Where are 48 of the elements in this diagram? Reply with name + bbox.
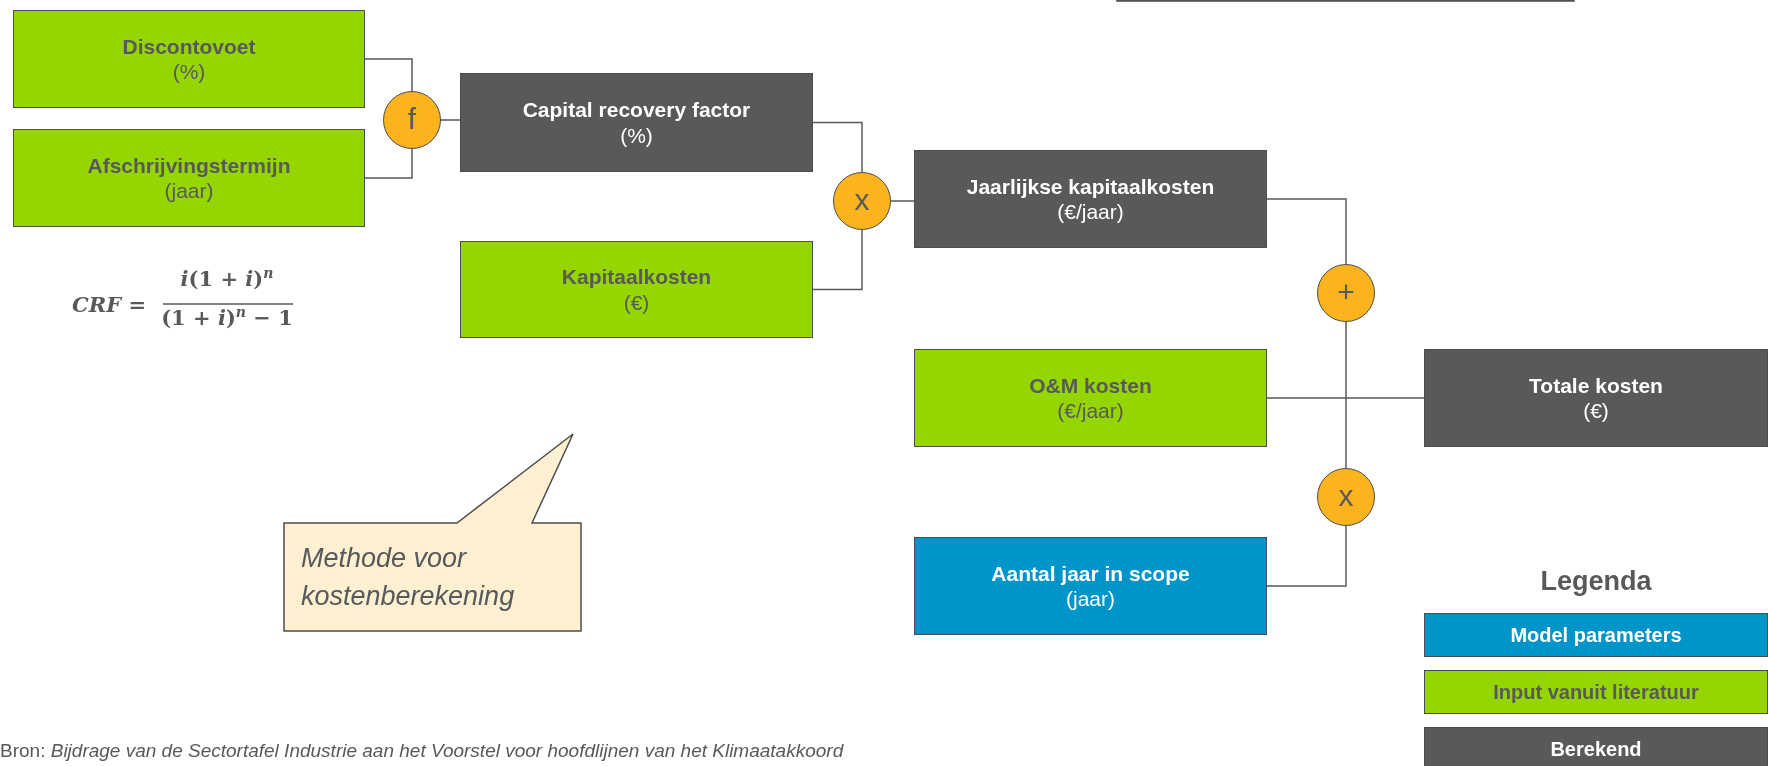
unit-text: (€/jaar) bbox=[1057, 398, 1124, 424]
calculated-box bbox=[914, 150, 1267, 248]
legend-text: Input vanuit literatuur bbox=[1493, 680, 1699, 704]
operator-symbol: x bbox=[1338, 480, 1354, 511]
unit-text: (%) bbox=[172, 59, 206, 85]
connector-line bbox=[1266, 525, 1347, 587]
unit-text: (%) bbox=[620, 122, 653, 148]
unit-text: (€) bbox=[1583, 398, 1609, 424]
formula-denominator: (1 + i)$^{n}$ − 1 bbox=[160, 304, 294, 330]
operator-symbol: x bbox=[854, 184, 870, 215]
unit-text: (jaar) bbox=[1066, 586, 1115, 612]
box-title: Kapitaalkosten bbox=[561, 264, 712, 290]
box-title: Totale kosten bbox=[1529, 372, 1663, 398]
formula-text: CRF = bbox=[72, 292, 146, 317]
connector-line bbox=[890, 200, 915, 202]
connector-line bbox=[1266, 198, 1347, 265]
box-title: Jaarlijkse kapitaalkosten bbox=[966, 173, 1215, 199]
box-title: Afschrijvingstermijn bbox=[87, 152, 291, 178]
input-box bbox=[914, 349, 1267, 447]
operator-symbol: + bbox=[1337, 276, 1355, 307]
operator-symbol: f bbox=[407, 103, 417, 134]
box-title: Capital recovery factor bbox=[522, 97, 751, 123]
connector-line bbox=[812, 229, 863, 291]
input-box bbox=[13, 129, 365, 227]
source-note: Bron: Bijdrage van de Sectortafel Industrie aan het Voorstel voor hoofdlijnen van het Klimaatakkoord bbox=[0, 740, 844, 762]
input-box bbox=[460, 241, 813, 338]
connector-line bbox=[1266, 397, 1425, 399]
legend-text: Berekend bbox=[1550, 737, 1642, 761]
box-title: Discontovoet bbox=[122, 33, 256, 59]
unit-text: (€/jaar) bbox=[1057, 199, 1124, 225]
calculated-box bbox=[460, 73, 813, 172]
callout-bubble bbox=[284, 434, 581, 631]
connector-line bbox=[1345, 321, 1347, 469]
box-title: Aantal jaar in scope bbox=[991, 560, 1190, 586]
unit-text: (jaar) bbox=[164, 178, 214, 204]
input-box bbox=[13, 10, 365, 108]
calculated-box bbox=[1424, 349, 1768, 447]
parameter-box bbox=[914, 537, 1267, 635]
connector-line bbox=[812, 121, 863, 173]
connector-line bbox=[364, 148, 413, 179]
unit-text: (€) bbox=[623, 289, 650, 315]
connector-line bbox=[364, 58, 413, 92]
legend-text: Model parameters bbox=[1510, 623, 1682, 647]
formula-numerator: i(1 + i)$^{n}$ bbox=[179, 265, 275, 291]
box-title: O&M kosten bbox=[1029, 372, 1152, 398]
callout-text: Methode voor kostenberekening bbox=[301, 542, 516, 613]
legend-title: Legenda bbox=[1539, 566, 1653, 597]
connector-line bbox=[440, 119, 461, 121]
